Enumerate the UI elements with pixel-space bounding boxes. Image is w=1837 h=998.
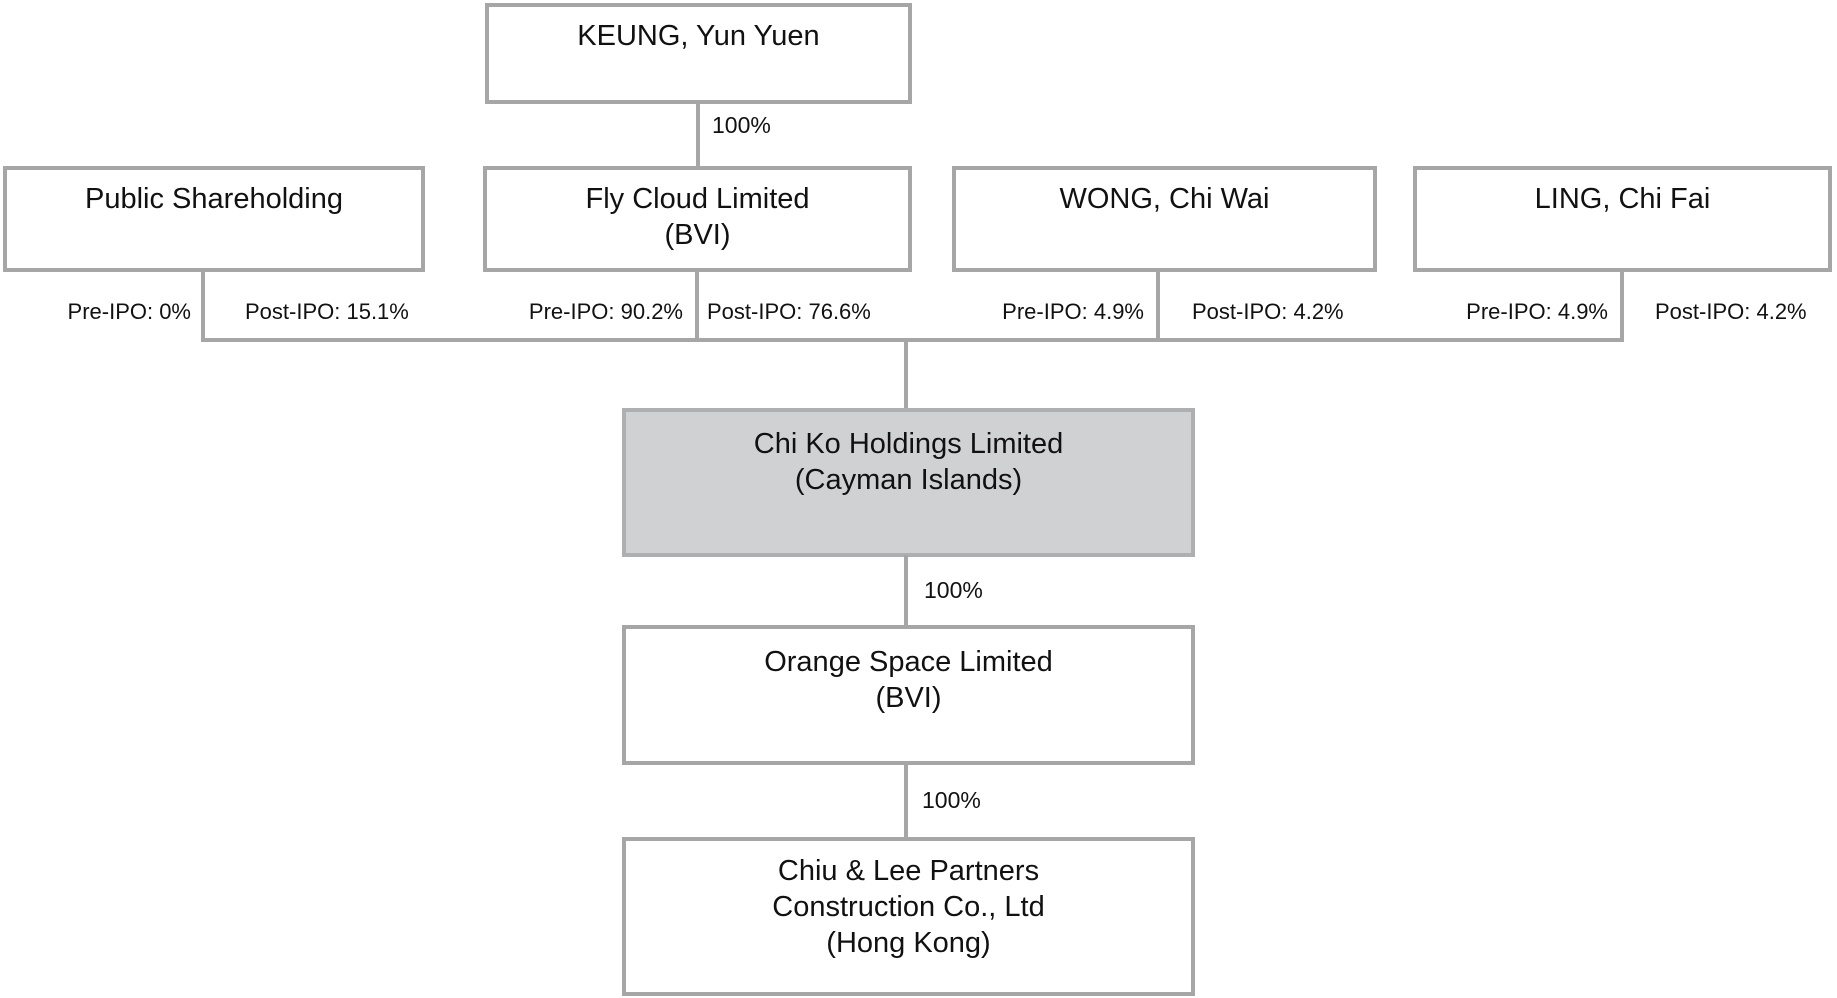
- pre-ipo-label-public: Pre-IPO: 0%: [67, 299, 191, 324]
- node-orange-space-limited: Orange Space Limited (BVI): [622, 625, 1195, 765]
- node-label: KEUNG, Yun Yuen: [577, 20, 820, 52]
- connector-chiko-orange: [904, 555, 908, 625]
- node-chiu-lee-partners: Chiu & Lee Partners Construction Co., Lt…: [622, 837, 1195, 996]
- node-label: Public Shareholding: [85, 183, 343, 215]
- post-ipo-label-public: Post-IPO: 15.1%: [245, 299, 409, 324]
- node-label: LING, Chi Fai: [1534, 183, 1711, 215]
- ownership-label-keung-flycloud: 100%: [712, 112, 771, 138]
- node-label: Orange Space Limited: [764, 646, 1053, 678]
- node-public-shareholding: Public Shareholding: [3, 166, 425, 272]
- pre-ipo-label-ling: Pre-IPO: 4.9%: [1466, 299, 1608, 324]
- node-sublabel: (Hong Kong): [826, 927, 991, 959]
- post-ipo-label-wong: Post-IPO: 4.2%: [1192, 299, 1344, 324]
- node-sublabel: (BVI): [875, 682, 942, 714]
- connector-wong-rail: [1156, 272, 1160, 342]
- post-ipo-label-flycloud: Post-IPO: 76.6%: [707, 299, 871, 324]
- node-label: Chi Ko Holdings Limited: [753, 428, 1064, 460]
- pre-ipo-label-flycloud: Pre-IPO: 90.2%: [528, 299, 683, 324]
- node-label: Fly Cloud Limited: [585, 183, 810, 215]
- connector-flycloud-rail: [695, 272, 699, 342]
- node-keung-yun-yuen: KEUNG, Yun Yuen: [485, 3, 912, 104]
- node-ling-chi-fai: LING, Chi Fai: [1413, 166, 1832, 272]
- pre-ipo-label-wong: Pre-IPO: 4.9%: [1002, 299, 1144, 324]
- connector-public-rail: [201, 272, 205, 342]
- node-label-2: Construction Co., Ltd: [772, 891, 1045, 923]
- node-sublabel: (BVI): [664, 219, 731, 251]
- connector-keung-flycloud: [696, 104, 700, 166]
- ownership-label-orange-chiulee: 100%: [922, 787, 981, 813]
- node-fly-cloud-limited: Fly Cloud Limited (BVI): [483, 166, 912, 272]
- connector-rail-chiko: [904, 342, 908, 408]
- post-ipo-label-ling: Post-IPO: 4.2%: [1655, 299, 1807, 324]
- ownership-label-chiko-orange: 100%: [924, 577, 983, 603]
- connector-orange-chiulee: [904, 763, 908, 837]
- node-label: Chiu & Lee Partners: [777, 855, 1040, 887]
- connector-ling-rail: [1620, 272, 1624, 342]
- node-label: WONG, Chi Wai: [1059, 183, 1270, 215]
- connector-shareholders-rail: [201, 338, 1624, 342]
- node-sublabel: (Cayman Islands): [794, 464, 1023, 496]
- node-wong-chi-wai: WONG, Chi Wai: [952, 166, 1377, 272]
- node-chi-ko-holdings: Chi Ko Holdings Limited (Cayman Islands): [622, 408, 1195, 557]
